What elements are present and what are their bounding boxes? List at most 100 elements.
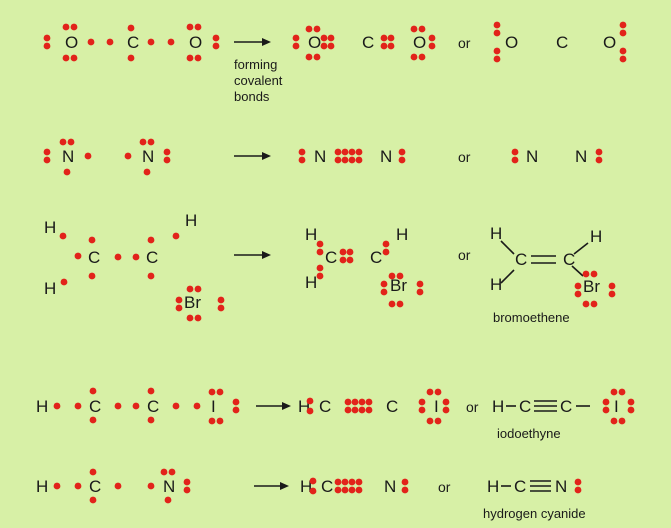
electron-dot — [426, 417, 434, 425]
electron-dot — [428, 34, 436, 42]
electron-dot — [418, 25, 426, 33]
line-structure-product: H C N — [487, 477, 567, 496]
electron-dot — [341, 156, 349, 164]
atom-hydrogen: H — [487, 477, 499, 496]
electron-dot — [610, 417, 618, 425]
electron-dot — [341, 148, 349, 156]
electron-dot — [217, 296, 225, 304]
electron-dot — [398, 148, 406, 156]
electron-dot — [574, 486, 582, 494]
electron-dot — [175, 296, 183, 304]
electron-dot — [89, 468, 97, 476]
electron-dot — [365, 398, 373, 406]
row-bromoethene: H H C C H Br H H C C H Br or H H C C H B… — [44, 211, 602, 325]
electron-dot — [127, 54, 135, 62]
electron-dot — [382, 240, 390, 248]
electron-dot — [305, 25, 313, 33]
electron-dot — [380, 280, 388, 288]
electron-dot — [348, 486, 356, 494]
electron-dot — [87, 38, 95, 46]
electron-dot — [313, 53, 321, 61]
atom-nitrogen: N — [314, 147, 326, 166]
electron-dot — [217, 304, 225, 312]
electron-dot — [183, 478, 191, 486]
atom-carbon: C — [319, 397, 331, 416]
electron-dot — [355, 486, 363, 494]
electron-dot — [418, 406, 426, 414]
electron-dot — [62, 23, 70, 31]
electron-dot — [380, 42, 388, 50]
electron-dot — [163, 156, 171, 164]
atom-carbon: C — [560, 397, 572, 416]
atom-nitrogen: N — [575, 147, 587, 166]
electron-dot — [292, 42, 300, 50]
atom-oxygen: O — [189, 33, 202, 52]
electron-dot — [327, 42, 335, 50]
electron-dot — [619, 47, 627, 55]
electron-dot — [602, 406, 610, 414]
atom-nitrogen: N — [555, 477, 567, 496]
electron-dot — [114, 253, 122, 261]
electron-dot — [627, 406, 635, 414]
electron-dot — [139, 138, 147, 146]
dot-structure-product: O C O — [308, 33, 426, 52]
electron-dot — [618, 417, 626, 425]
atom-bromine: Br — [184, 293, 201, 312]
electron-dot — [351, 406, 359, 414]
electron-dot — [627, 398, 635, 406]
electron-dot — [355, 156, 363, 164]
electron-dot — [388, 300, 396, 308]
electron-dot — [43, 156, 51, 164]
electron-dot — [298, 148, 306, 156]
electron-dot — [106, 38, 114, 46]
electron-dot — [339, 256, 347, 264]
electron-dot — [292, 34, 300, 42]
electron-dot — [574, 282, 582, 290]
electron-dot — [610, 388, 618, 396]
molecule-name-label: hydrogen cyanide — [483, 506, 586, 521]
electron-dot — [316, 264, 324, 272]
atom-hydrogen: H — [44, 218, 56, 237]
electron-dot — [143, 168, 151, 176]
electron-dot — [316, 248, 324, 256]
electron-dot — [167, 38, 175, 46]
electron-dot — [186, 54, 194, 62]
atom-nitrogen: N — [384, 477, 396, 496]
electron-dot — [313, 25, 321, 33]
electron-dot — [398, 156, 406, 164]
electron-dot — [619, 21, 627, 29]
line-structure-product: H H C C H Br — [490, 224, 602, 296]
row-n2: N N N N or N N — [62, 147, 587, 166]
molecule-name-label: bromoethene — [493, 310, 570, 325]
electron-dot — [410, 25, 418, 33]
electron-dot — [388, 272, 396, 280]
electron-dot — [186, 314, 194, 322]
electron-dot — [216, 417, 224, 425]
electron-dot — [147, 38, 155, 46]
electron-dot — [132, 402, 140, 410]
electron-dot — [127, 24, 135, 32]
electron-dot — [194, 314, 202, 322]
electron-dot — [305, 53, 313, 61]
atom-hydrogen: H — [590, 227, 602, 246]
atom-iodine: I — [614, 397, 619, 416]
electron-dot — [344, 398, 352, 406]
electron-dot — [401, 478, 409, 486]
atom-carbon: C — [146, 248, 158, 267]
atom-hydrogen: H — [36, 477, 48, 496]
arrow-caption-line: forming — [234, 57, 277, 72]
electron-dot — [163, 148, 171, 156]
electron-dot — [582, 270, 590, 278]
reaction-arrow — [234, 251, 271, 259]
atom-carbon: C — [362, 33, 374, 52]
atom-oxygen: O — [65, 33, 78, 52]
electron-dot — [114, 482, 122, 490]
or-label: or — [458, 247, 471, 263]
electron-dot — [396, 300, 404, 308]
electron-dot — [194, 285, 202, 293]
atom-hydrogen: H — [300, 477, 312, 496]
or-label: or — [458, 149, 471, 165]
electron-dot — [147, 236, 155, 244]
